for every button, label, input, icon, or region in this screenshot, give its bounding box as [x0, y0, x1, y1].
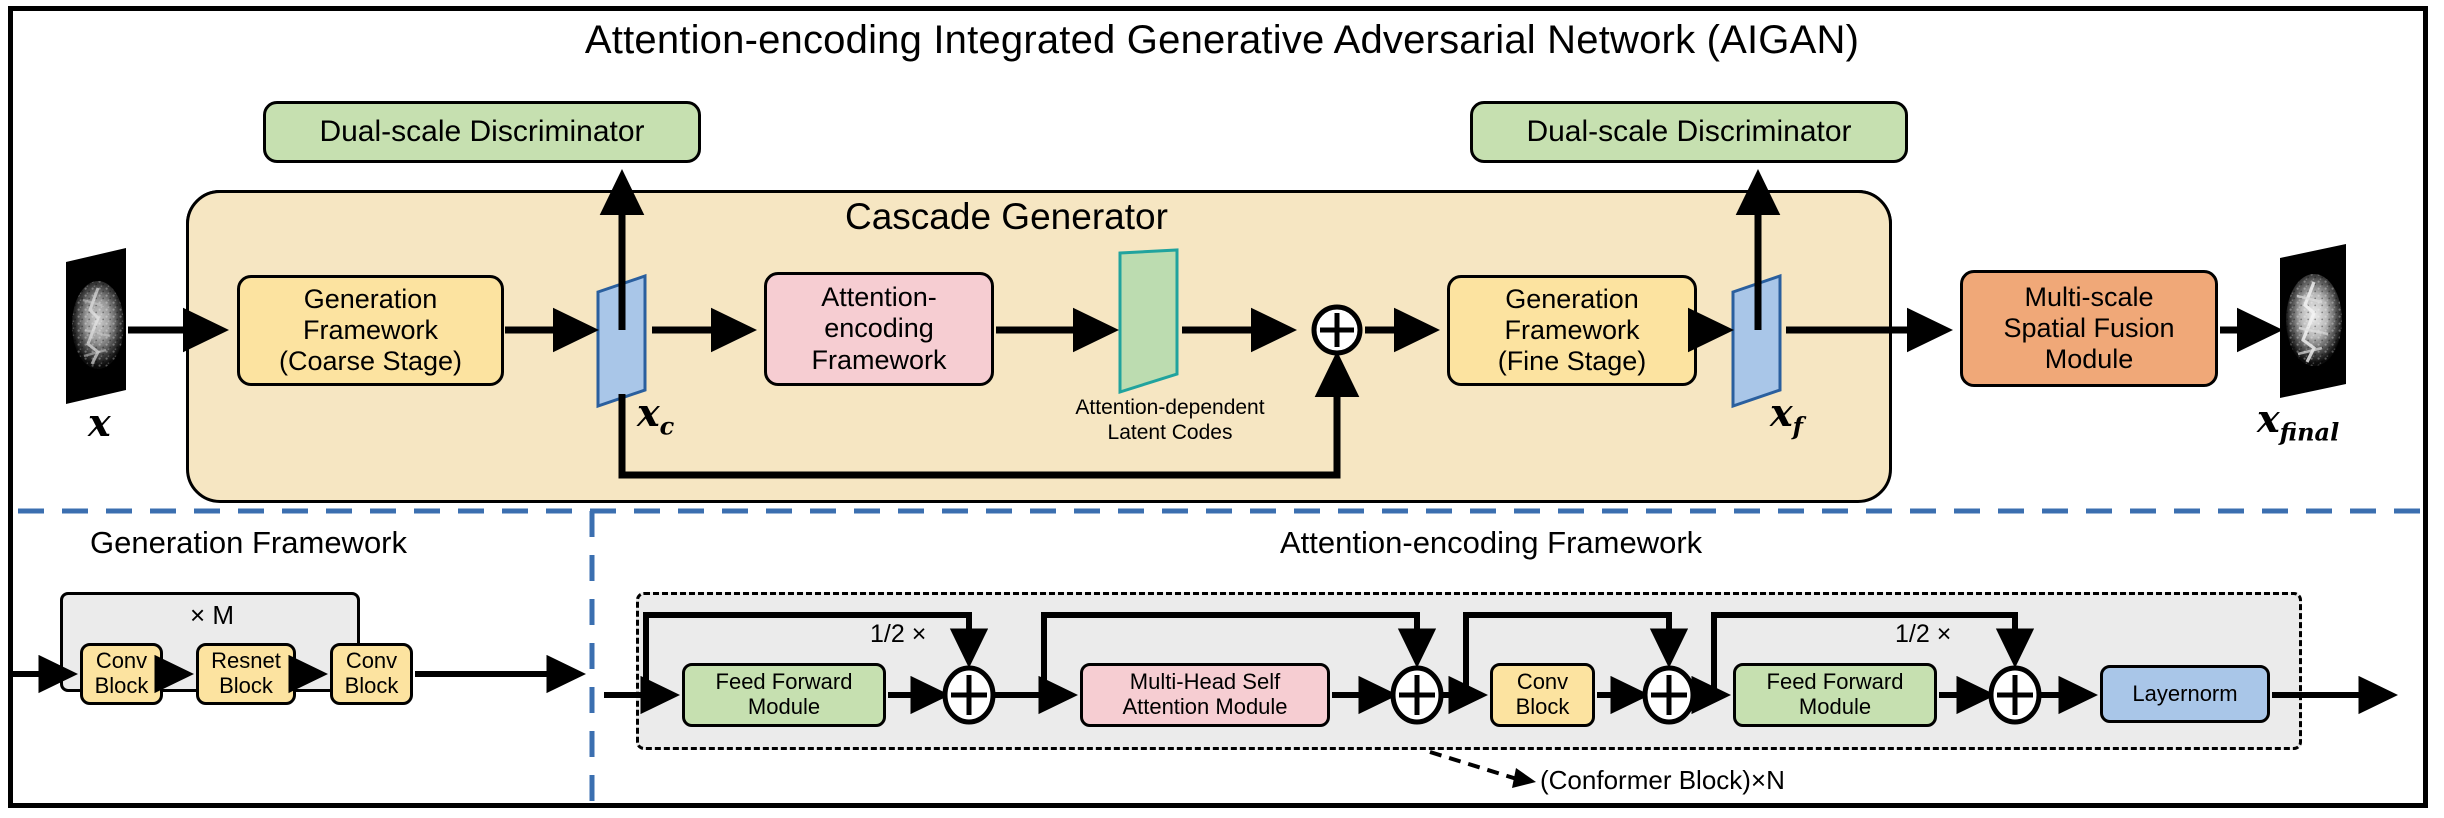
latent-caption-line-1: Attention-dependent	[1075, 396, 1265, 419]
attn-fw-line-2: encoding	[824, 313, 934, 344]
gen-fine-line-3: (Fine Stage)	[1497, 346, 1647, 377]
attn-fw-line-3: Framework	[811, 344, 947, 375]
generation-framework-fine[interactable]: Generation Framework (Fine Stage)	[1447, 275, 1697, 386]
conv-block-2-line-1: Conv	[345, 648, 398, 674]
resnet-block-line-2: Block	[219, 673, 273, 698]
label-xf-base: x	[1770, 390, 1793, 435]
half-scale-label-left: 1/2 ×	[870, 620, 927, 648]
dual-scale-discriminator-right[interactable]: Dual-scale Discriminator	[1470, 101, 1908, 163]
ffm-1-line-1: Feed Forward	[715, 669, 853, 695]
gen-coarse-line-3: (Coarse Stage)	[278, 346, 463, 377]
attn-fw-line-1: Attention-	[821, 282, 937, 313]
layernorm-block[interactable]: Layernorm	[2100, 665, 2270, 723]
label-xc-base: x	[637, 390, 660, 435]
feed-forward-module-1[interactable]: Feed Forward Module	[682, 663, 886, 727]
resnet-block-line-1: Resnet	[211, 648, 281, 674]
ffm-2-line-2: Module	[1798, 694, 1872, 719]
conv-block-1-line-1: Conv	[95, 648, 148, 674]
conv-block-3-line-2: Block	[1515, 694, 1570, 719]
gen-coarse-line-1: Generation	[303, 283, 438, 314]
cascade-generator-label: Cascade Generator	[845, 196, 1168, 237]
figure-title: Attention-encoding Integrated Generative…	[584, 18, 1860, 62]
resnet-block[interactable]: Resnet Block	[196, 643, 296, 705]
discriminator-right-label: Dual-scale Discriminator	[1526, 114, 1852, 148]
figure-outer-border	[8, 6, 2428, 808]
label-xf: xf	[1770, 390, 1803, 441]
conv-block-2-line-2: Block	[344, 673, 399, 698]
gen-fine-line-1: Generation	[1505, 283, 1639, 314]
gen-coarse-line-2: Framework	[302, 314, 438, 345]
conv-block-2[interactable]: Conv Block	[330, 643, 413, 705]
discriminator-left-label: Dual-scale Discriminator	[319, 114, 645, 148]
attention-encoding-framework-section-title: Attention-encoding Framework	[1280, 525, 1703, 560]
label-x: x	[88, 400, 111, 445]
conv-block-3[interactable]: Conv Block	[1490, 663, 1595, 727]
conformer-block-note: (Conformer Block)×N	[1540, 765, 1785, 795]
multi-scale-spatial-fusion-module[interactable]: Multi-scale Spatial Fusion Module	[1960, 270, 2218, 387]
latent-caption-line-2: Latent Codes	[1107, 421, 1233, 445]
label-xc-sub: c	[659, 411, 675, 441]
conv-block-3-line-1: Conv	[1516, 669, 1569, 695]
ffm-2-line-1: Feed Forward	[1766, 669, 1904, 695]
layernorm-label: Layernorm	[2132, 680, 2238, 706]
repeat-m-label: × M	[190, 600, 235, 630]
label-xf-sub: f	[1792, 411, 1803, 441]
ffm-1-line-2: Module	[747, 694, 821, 719]
attention-encoding-framework-block[interactable]: Attention- encoding Framework	[764, 272, 994, 386]
feed-forward-module-2[interactable]: Feed Forward Module	[1733, 663, 1937, 727]
half-scale-label-right: 1/2 ×	[1895, 620, 1952, 648]
label-xc: xc	[637, 390, 674, 441]
fusion-line-1: Multi-scale	[2024, 281, 2154, 312]
generation-framework-coarse[interactable]: Generation Framework (Coarse Stage)	[237, 275, 504, 386]
label-xfinal-base: x	[2257, 396, 2280, 441]
mhsa-line-2: Attention Module	[1122, 694, 1288, 719]
mhsa-line-1: Multi-Head Self	[1129, 669, 1281, 695]
fusion-line-2: Spatial Fusion	[2003, 312, 2175, 343]
multi-head-self-attention-module[interactable]: Multi-Head Self Attention Module	[1080, 663, 1330, 727]
latent-codes-caption: Attention-dependent Latent Codes	[1030, 395, 1310, 445]
generation-framework-section-title: Generation Framework	[90, 525, 408, 560]
conv-block-1-line-2: Block	[94, 673, 149, 698]
dual-scale-discriminator-left[interactable]: Dual-scale Discriminator	[263, 101, 701, 163]
label-xfinal-sub: final	[2279, 417, 2340, 447]
fusion-line-3: Module	[2044, 344, 2134, 375]
label-xfinal: xfinal	[2257, 396, 2339, 447]
conv-block-1[interactable]: Conv Block	[80, 643, 163, 705]
gen-fine-line-2: Framework	[1504, 314, 1640, 345]
